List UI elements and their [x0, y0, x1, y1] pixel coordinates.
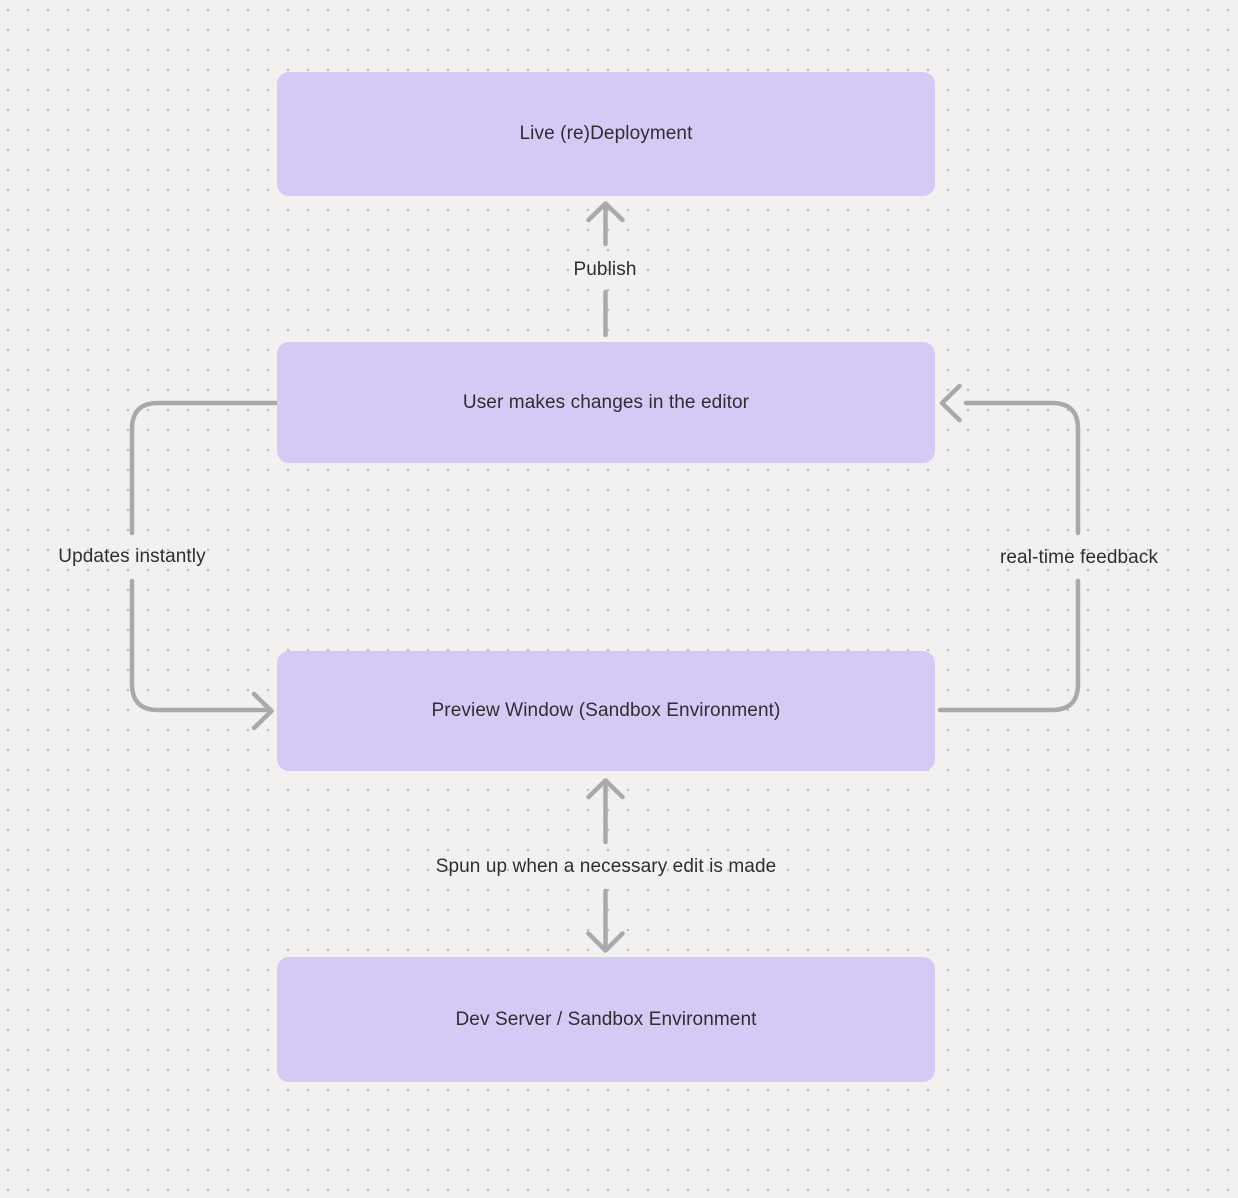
edge-label-publish: Publish: [573, 259, 637, 280]
node-preview-window[interactable]: Preview Window (Sandbox Environment): [277, 651, 935, 771]
node-preview-window-label: Preview Window (Sandbox Environment): [431, 700, 781, 721]
node-dev-server[interactable]: Dev Server / Sandbox Environment: [277, 957, 935, 1082]
node-live-redeployment-label: Live (re)Deployment: [519, 123, 693, 144]
edge-label-updates-instantly: Updates instantly: [58, 546, 206, 567]
node-live-redeployment[interactable]: Live (re)Deployment: [277, 72, 935, 196]
node-user-editor-label: User makes changes in the editor: [462, 391, 750, 413]
node-user-editor[interactable]: User makes changes in the editor: [277, 342, 935, 463]
edge-label-spun-up: Spun up when a necessary edit is made: [435, 856, 777, 877]
node-dev-server-label: Dev Server / Sandbox Environment: [455, 1008, 757, 1030]
edge-label-real-time-feedback: real-time feedback: [999, 547, 1159, 568]
